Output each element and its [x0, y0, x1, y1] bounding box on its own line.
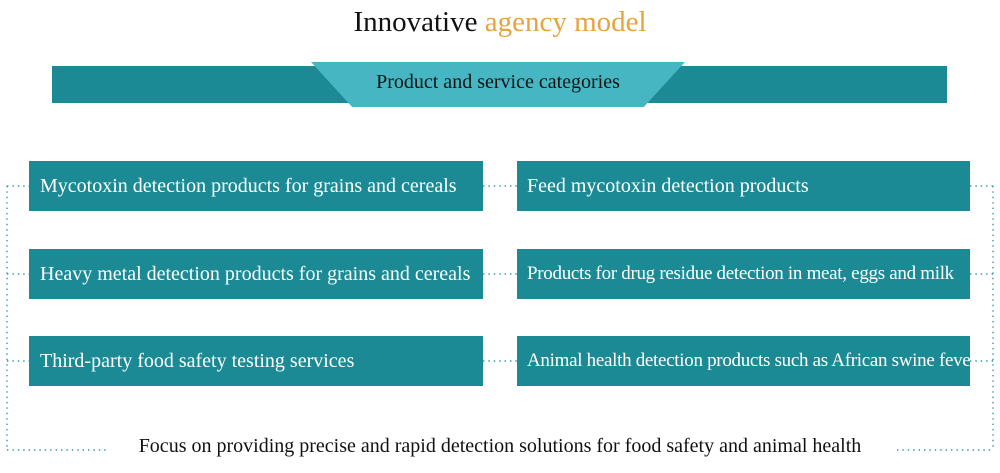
- title-main: Innovative: [353, 6, 478, 38]
- category-box-left-2: Heavy metal detection products for grain…: [29, 249, 483, 299]
- category-box-left-1: Mycotoxin detection products for grains …: [29, 161, 483, 211]
- title-accent: agency model: [484, 6, 647, 38]
- diagram-title: Innovative agency model: [0, 4, 1000, 40]
- category-box-right-2: Products for drug residue detection in m…: [517, 249, 970, 299]
- banner-trapezoid: [311, 62, 685, 107]
- banner-label: Product and service categories: [376, 71, 620, 93]
- footer-statement: Focus on providing precise and rapid det…: [138, 435, 862, 457]
- category-box-right-3: Animal health detection products such as…: [517, 336, 970, 386]
- category-box-left-3: Third-party food safety testing services: [29, 336, 483, 386]
- category-box-right-1: Feed mycotoxin detection products: [517, 161, 970, 211]
